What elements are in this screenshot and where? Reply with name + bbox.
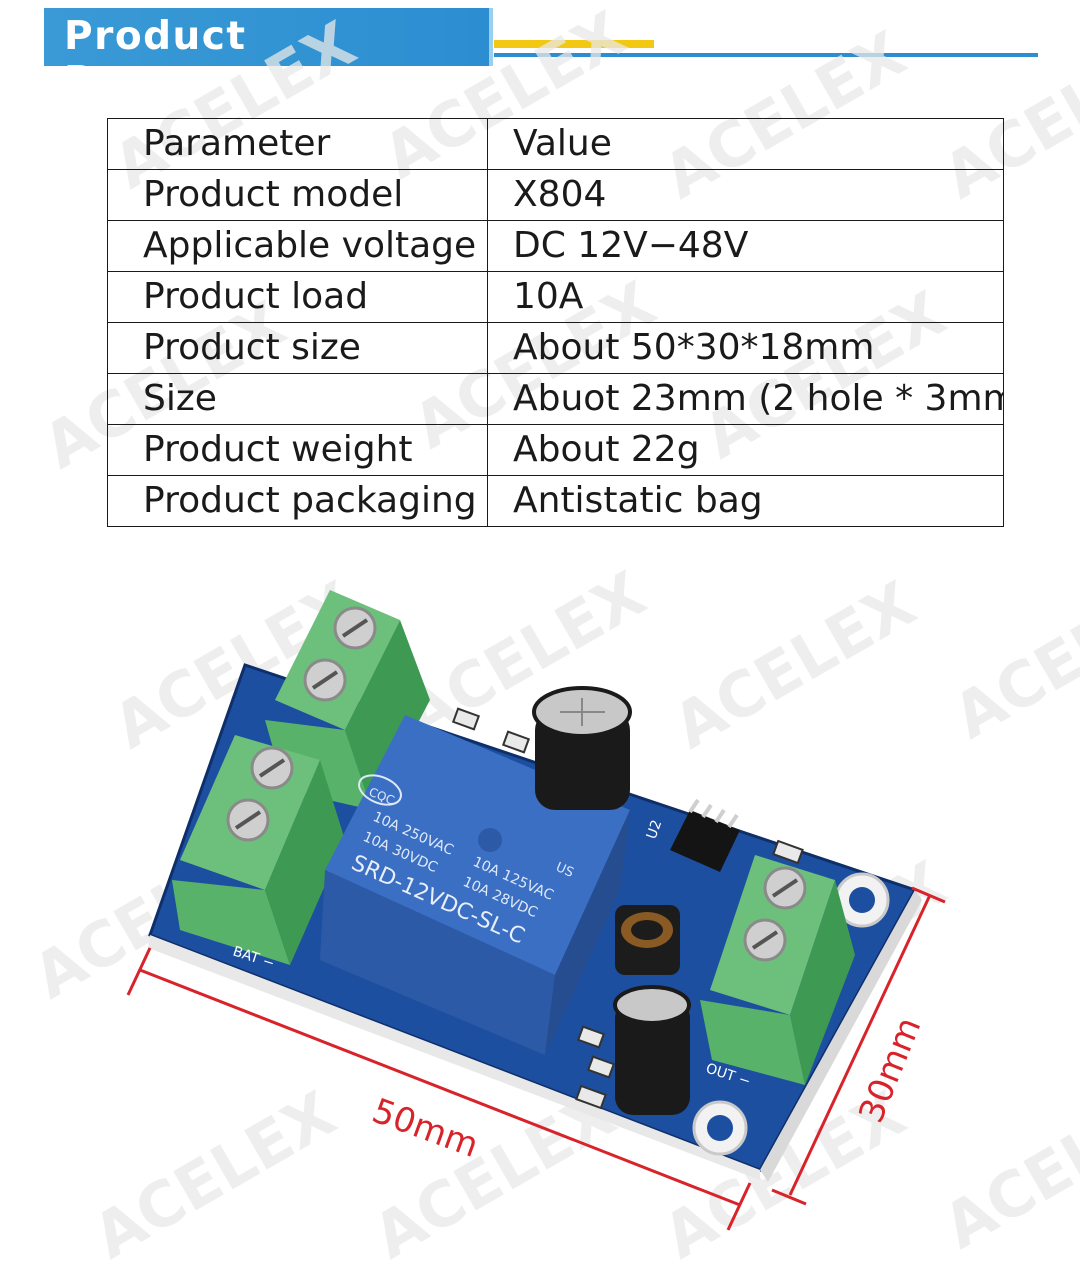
param-value-cell: 10A <box>487 271 1004 323</box>
param-value-cell: Abuot 23mm (2 hole * 3mm) <box>487 373 1004 425</box>
param-name-cell: Product model <box>107 169 488 221</box>
parameter-table: Parameter Value Product model X804 Appli… <box>107 118 1004 527</box>
capacitor-bottom <box>613 985 691 1115</box>
dimension-width <box>126 947 752 1231</box>
section-header-bar: Product Parameter <box>44 8 493 104</box>
param-name-cell: Product packaging <box>107 475 488 527</box>
header-accent-yellow-line <box>494 40 654 48</box>
terminal-block-lower <box>172 735 345 965</box>
table-row: Product load 10A <box>107 271 1004 323</box>
smd-components <box>451 707 804 1110</box>
header-accent-blue-line <box>494 53 1038 57</box>
param-value-cell: About 50*30*18mm <box>487 322 1004 374</box>
param-value-cell: About 22g <box>487 424 1004 476</box>
relay-component: CQC 10A 250VAC 10A 30VDC 10A 125VAC 10A … <box>320 715 630 1055</box>
dimension-width-label: 50mm <box>367 1091 484 1166</box>
param-name-cell: Size <box>107 373 488 425</box>
table-row: Product size About 50*30*18mm <box>107 322 1004 374</box>
table-row: Size Abuot 23mm (2 hole * 3mm) <box>107 373 1004 425</box>
terminal-block-right <box>700 855 855 1085</box>
dimension-height <box>771 886 946 1206</box>
table-header-row: Parameter Value <box>107 118 1004 170</box>
param-name-cell: Applicable voltage <box>107 220 488 272</box>
table-row: Applicable voltage DC 12V−48V <box>107 220 1004 272</box>
table-row: Product weight About 22g <box>107 424 1004 476</box>
table-header-cell: Parameter <box>107 118 488 170</box>
param-name-cell: Product load <box>107 271 488 323</box>
capacitor-top <box>532 686 632 810</box>
relay-ul-label: US <box>553 860 575 881</box>
param-value-cell: DC 12V−48V <box>487 220 1004 272</box>
param-value-cell: X804 <box>487 169 1004 221</box>
param-value-cell: Antistatic bag <box>487 475 1004 527</box>
pcb-board-edge <box>148 935 760 1180</box>
dimension-height-label: 30mm <box>851 1012 929 1129</box>
table-row: Product model X804 <box>107 169 1004 221</box>
product-figure: BAT − CQC 10A 250VAC 10A 30VDC 10A 125VA… <box>126 590 946 1231</box>
label-u2: U2 <box>644 818 666 841</box>
param-name-cell: Product weight <box>107 424 488 476</box>
ic-chip: U2 <box>644 798 740 872</box>
section-title: Product Parameter <box>64 14 309 104</box>
table-header-cell: Value <box>487 118 1004 170</box>
mounting-hole-icon <box>834 872 890 928</box>
param-name-cell: Product size <box>107 322 488 374</box>
pcb-board-edge-right <box>760 890 922 1182</box>
table-row: Product packaging Antistatic bag <box>107 475 1004 527</box>
inductor <box>615 905 680 975</box>
mounting-hole-icon <box>692 1100 748 1156</box>
